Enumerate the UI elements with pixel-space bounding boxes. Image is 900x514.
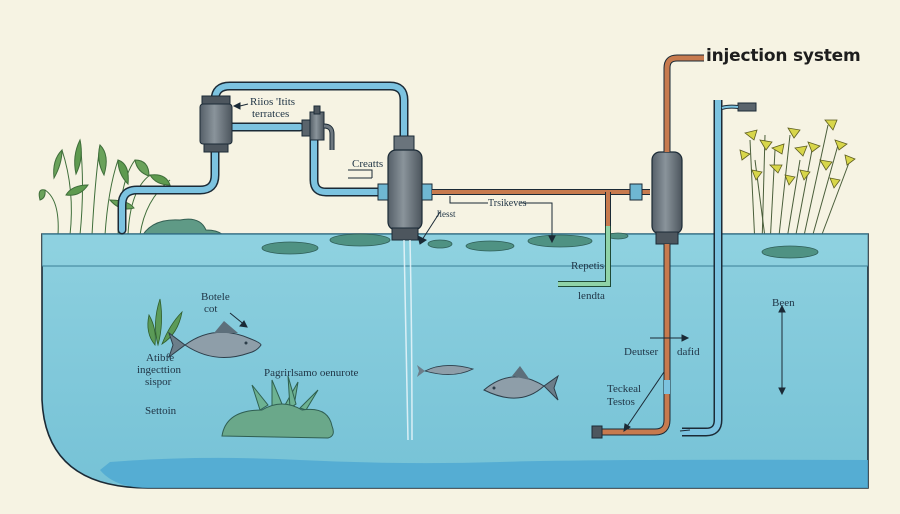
left-reeds (38, 138, 171, 236)
label-green-pipe-top: Repetis (571, 260, 604, 272)
right-flowering-plants (739, 119, 856, 246)
label-left-bottom: Settoin (145, 405, 177, 417)
label-center-bottom: Pagrirlsamo oenurote (264, 367, 359, 379)
water-stream (403, 239, 413, 441)
label-copper-right-b: dafid (677, 346, 700, 358)
label-copper-bottom-1: Teckeal (607, 383, 642, 395)
diagram-title: injection system (706, 46, 861, 66)
bottom-rock-plant (221, 375, 334, 439)
lily-pads (261, 232, 819, 259)
copper-injection-line (591, 54, 704, 439)
green-pipe (558, 226, 611, 287)
right-valve (629, 151, 683, 245)
label-fish-2: cot (204, 303, 218, 315)
blue-return-pipe (682, 100, 757, 437)
underwater-weed (147, 298, 183, 347)
label-center-valve: Creatts (352, 158, 384, 170)
label-upper-valve-2: terratces (252, 108, 290, 120)
label-fish-1: Botele (201, 291, 230, 303)
label-copper-line: Trsikeves (488, 198, 527, 209)
tee-valve (301, 105, 335, 150)
label-copper-bottom-2: Testos (607, 396, 635, 408)
fish-large-left (168, 321, 262, 359)
label-outlet: Jlesst (436, 209, 456, 219)
fish-large-right (483, 366, 559, 401)
copper-feed-line (432, 189, 650, 226)
center-valve (377, 135, 433, 241)
label-left-1: Atibfe (146, 352, 175, 364)
label-depth: Been (772, 297, 795, 309)
label-green-pipe-bottom: lendta (578, 290, 605, 302)
fish-small-center (417, 365, 475, 377)
label-left-3: sispor (145, 376, 172, 388)
upper-left-valve (199, 95, 233, 153)
label-copper-right-a: Deutser (624, 346, 659, 358)
annotation-arrows (229, 102, 786, 433)
label-left-2: ingecttion (137, 364, 181, 376)
label-upper-valve-1: Riios 'Itits (250, 96, 296, 108)
